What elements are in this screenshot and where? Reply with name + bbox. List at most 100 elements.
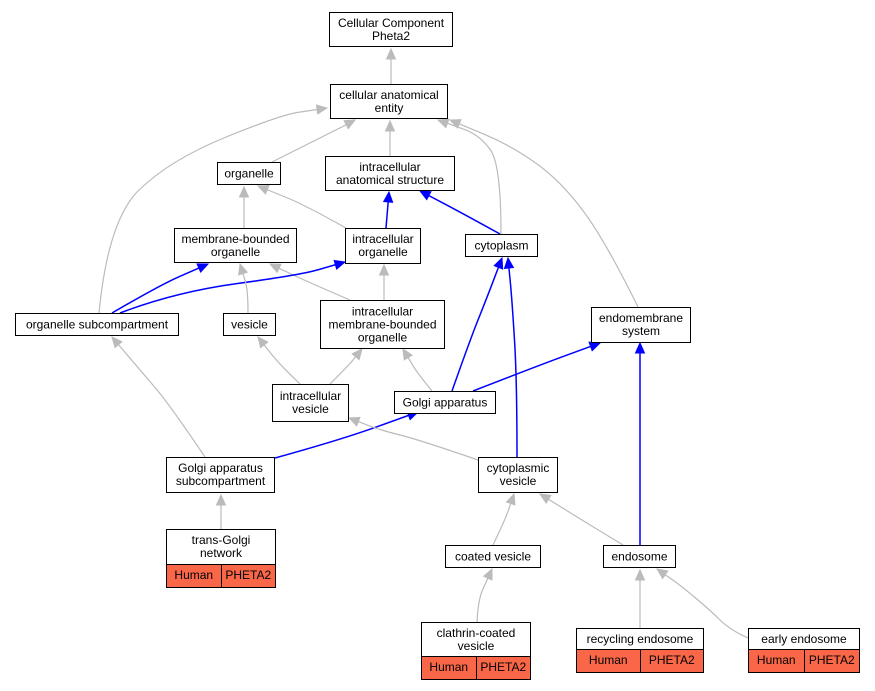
node-coated-vesicle[interactable]: coated vesicle: [445, 545, 541, 568]
arrowhead-icon: [333, 259, 347, 270]
node-label: organelle: [224, 166, 274, 180]
node-label: cytoplasm: [474, 238, 529, 252]
node-organelle-subcompartment[interactable]: organelle subcompartment: [15, 313, 179, 336]
arrowhead-icon: [111, 336, 123, 349]
arrowhead-icon: [256, 185, 270, 195]
edge-line: [407, 357, 433, 392]
edge-cae-to-cc: [385, 47, 397, 84]
edge-line: [278, 267, 351, 301]
annotation-row: Human PHETA2: [167, 564, 275, 587]
edge-line: [385, 201, 389, 229]
edge-ccv-to-coatv: [476, 567, 493, 623]
edge-line: [263, 344, 301, 385]
arrowhead-icon: [402, 347, 413, 361]
arrowhead-icon: [378, 263, 390, 276]
arrowhead-icon: [215, 493, 227, 506]
arrowhead-icon: [238, 185, 250, 198]
edge-endo-to-ems: [634, 341, 646, 545]
gene-tag[interactable]: PHETA2: [220, 565, 275, 587]
edge-line: [476, 577, 489, 623]
gene-tag[interactable]: PHETA2: [639, 650, 703, 672]
species-tag[interactable]: Human: [167, 565, 221, 587]
edge-tgn-to-gasc: [215, 493, 227, 529]
node-early-endosome[interactable]: early endosome Human PHETA2: [748, 628, 860, 673]
edge-line: [664, 574, 749, 639]
edge-io-to-ias: [382, 190, 394, 229]
node-vesicle[interactable]: vesicle: [223, 313, 276, 336]
species-tag[interactable]: Human: [577, 650, 640, 672]
arrowhead-icon: [634, 341, 646, 354]
gene-tag[interactable]: PHETA2: [475, 657, 530, 679]
edge-osc-to-cae: [98, 104, 329, 314]
edge-io-to-org: [256, 185, 347, 229]
arrowhead-icon: [315, 104, 329, 115]
edge-line: [428, 194, 501, 235]
node-cytoplasm[interactable]: cytoplasm: [465, 234, 538, 257]
arrowhead-icon: [588, 341, 602, 352]
edge-golgi-to-cyto: [451, 256, 504, 392]
arrowhead-icon: [436, 118, 450, 129]
edge-line: [118, 344, 206, 458]
node-label: recycling endosome: [586, 632, 694, 646]
node-label: vesicle: [231, 317, 268, 331]
edge-gasc-to-osc: [111, 336, 206, 458]
edge-iv-to-ves: [257, 336, 301, 385]
node-organelle[interactable]: organelle: [217, 162, 281, 185]
edge-line: [111, 267, 200, 314]
node-recycling-endosome[interactable]: recycling endosome Human PHETA2: [576, 628, 704, 673]
edge-line: [508, 267, 518, 458]
edge-ves-to-mbo: [238, 262, 249, 314]
arrowhead-icon: [418, 190, 432, 201]
edge-cyto-to-cae: [436, 118, 502, 235]
edge-osc-to-io: [119, 259, 347, 314]
annotation-row: Human PHETA2: [577, 649, 703, 672]
species-tag[interactable]: Human: [749, 650, 804, 672]
edge-iv-to-imbo: [329, 348, 363, 385]
edge-ias-to-cae: [384, 119, 396, 156]
edge-cv-to-iv: [347, 416, 479, 461]
node-label: organelle subcompartment: [25, 317, 169, 331]
arrowhead-icon: [384, 119, 396, 132]
edge-imbo-to-mbo: [268, 263, 351, 301]
edge-line: [271, 124, 347, 163]
arrowhead-icon: [268, 263, 282, 274]
arrowhead-icon: [634, 568, 646, 581]
edge-line: [472, 345, 591, 392]
node-golgi-apparatus[interactable]: Golgi apparatus: [394, 391, 496, 414]
arrowhead-icon: [351, 348, 363, 361]
species-tag[interactable]: Human: [422, 657, 476, 679]
arrowhead-icon: [196, 263, 210, 274]
edge-line: [459, 123, 639, 308]
node-label: Golgi apparatus: [402, 395, 488, 409]
edge-line: [119, 264, 336, 314]
gene-tag[interactable]: PHETA2: [803, 650, 859, 672]
edge-line: [242, 273, 249, 314]
arrowhead-icon: [505, 492, 516, 506]
edge-imbo-to-io: [378, 263, 390, 300]
node-endosome[interactable]: endosome: [603, 545, 676, 568]
edge-line: [447, 122, 502, 235]
arrowhead-icon: [538, 493, 552, 505]
arrowhead-icon: [257, 336, 269, 349]
node-label: coated vesicle: [454, 549, 532, 563]
